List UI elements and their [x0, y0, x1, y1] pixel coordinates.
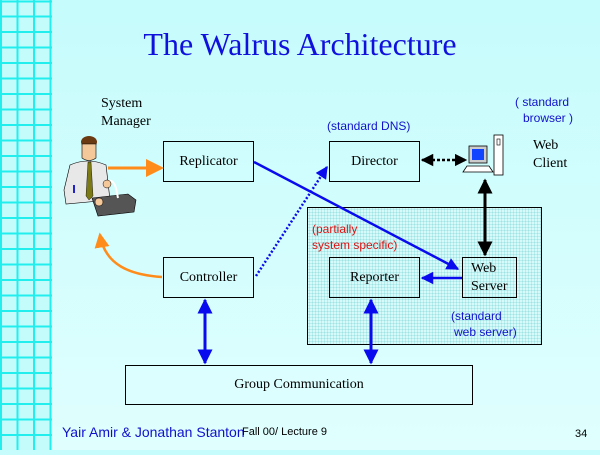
web-server-label-line2: Server	[471, 278, 508, 294]
system-manager-label: System Manager	[101, 95, 151, 131]
desktop-computer-icon	[462, 134, 504, 176]
web-client-label: Web Client	[533, 137, 567, 173]
controller-node[interactable]: Controller	[163, 257, 254, 298]
reporter-node[interactable]: Reporter	[329, 257, 420, 298]
system-manager-label-line2: Manager	[101, 114, 151, 129]
footer-course: Fall 00/ Lecture 9	[242, 426, 327, 438]
page-number: 34	[575, 428, 588, 440]
web-server-node[interactable]: Web Server	[462, 257, 517, 298]
system-manager-label-line1: System	[101, 96, 143, 111]
partially-note-line1: (partially	[312, 222, 358, 236]
standard-browser-note-line2: browser )	[523, 111, 574, 125]
arrow-controller-to-director	[254, 165, 329, 277]
standard-browser-note-line1: ( standard	[515, 95, 570, 109]
web-server-label-line1: Web	[471, 260, 497, 276]
standard-browser-note: ( standard browser )	[515, 94, 573, 126]
standard-web-server-note: (standard web server)	[451, 308, 517, 340]
director-label: Director	[351, 153, 398, 169]
standard-web-server-note-line2: web server)	[454, 325, 517, 339]
replicator-node[interactable]: Replicator	[163, 141, 254, 182]
controller-label: Controller	[179, 269, 238, 285]
partially-note-line2: system specific)	[312, 238, 398, 252]
group-communication-label: Group Communication	[234, 377, 364, 392]
replicator-label: Replicator	[179, 153, 238, 169]
group-communication-node[interactable]: Group Communication	[125, 365, 473, 405]
decorative-grid	[0, 0, 52, 450]
reporter-label: Reporter	[350, 269, 399, 285]
standard-web-server-note-line1: (standard	[451, 309, 502, 323]
footer-authors: Yair Amir & Jonathan Stanton	[62, 424, 245, 440]
arrow-replicator-to-webserver	[253, 160, 460, 271]
slide-title: The Walrus Architecture	[143, 26, 457, 62]
partially-system-specific-note: (partially system specific)	[312, 221, 397, 253]
web-client-label-line2: Client	[533, 156, 568, 171]
director-node[interactable]: Director	[329, 141, 420, 182]
arrow-controller-to-manager	[94, 232, 163, 279]
web-client-label-line1: Web	[533, 138, 559, 153]
person-at-terminal-icon	[63, 136, 137, 217]
standard-dns-note: (standard DNS)	[327, 119, 411, 133]
